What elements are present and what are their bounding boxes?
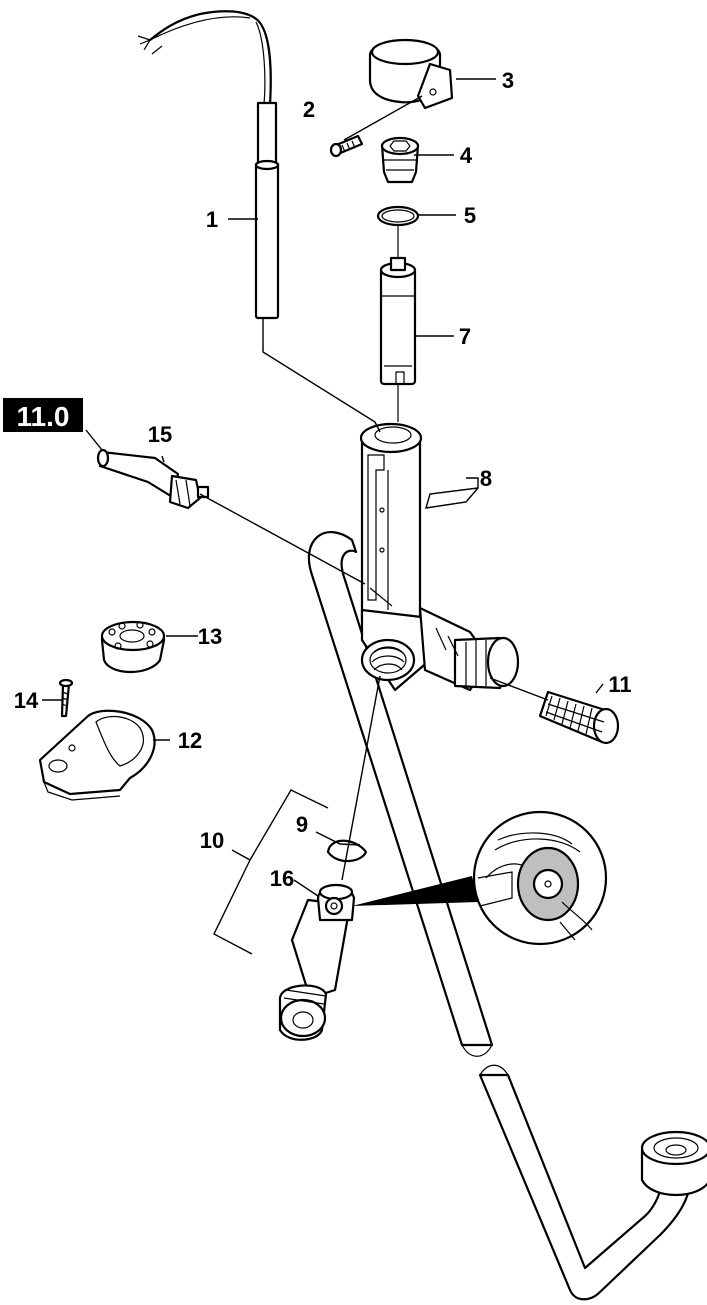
sheet-reference-box xyxy=(3,398,83,432)
callout-16: 16 xyxy=(270,866,294,891)
callout-1: 1 xyxy=(206,207,218,232)
callout-labels: 1 2 3 4 5 7 8 9 10 11 12 13 14 15 16 xyxy=(14,68,632,891)
callout-15: 15 xyxy=(148,422,172,447)
part-1-sensor-probe xyxy=(137,10,280,320)
part-15-sensor xyxy=(96,448,210,510)
callout-8: 8 xyxy=(480,466,492,491)
part-2-screw xyxy=(329,134,364,158)
leader-lines xyxy=(42,78,604,955)
part-10-fitting xyxy=(278,883,356,1041)
detail-view xyxy=(352,810,608,946)
callout-14: 14 xyxy=(14,688,39,713)
part-13-nut xyxy=(100,620,166,673)
callout-4: 4 xyxy=(460,143,473,168)
callout-11: 11 xyxy=(608,672,631,697)
part-7-tube xyxy=(379,256,417,386)
callout-13: 13 xyxy=(198,624,222,649)
callout-7: 7 xyxy=(459,324,471,349)
callout-12: 12 xyxy=(178,728,202,753)
part-11-filter xyxy=(538,690,620,745)
callout-5: 5 xyxy=(464,203,476,228)
part-3-clamp xyxy=(368,38,454,110)
callout-9: 9 xyxy=(296,812,308,837)
part-5-o-ring xyxy=(376,205,420,227)
callout-2: 2 xyxy=(303,97,315,122)
part-12-bracket xyxy=(38,709,156,801)
part-8-t-body xyxy=(359,422,520,692)
sheet-reference: 11.0 xyxy=(3,398,83,432)
sheet-reference-text: 11.0 xyxy=(17,401,70,432)
part-14-screw xyxy=(58,678,74,718)
part-4-plug xyxy=(380,136,420,184)
callout-3: 3 xyxy=(502,68,514,93)
hose xyxy=(307,530,707,1301)
callout-10: 10 xyxy=(200,828,224,853)
